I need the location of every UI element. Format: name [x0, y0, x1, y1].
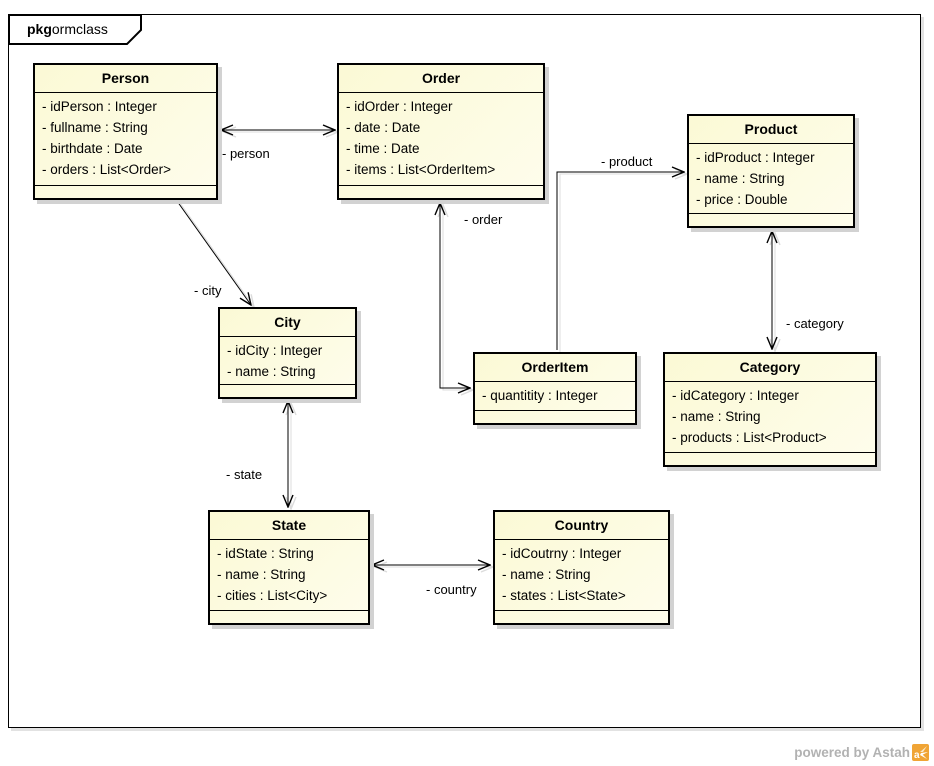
role-label-person[interactable]: - person: [222, 146, 270, 161]
attribute: - time : Date: [346, 141, 420, 156]
attribute: - fullname : String: [42, 120, 148, 135]
class-title: Country: [495, 512, 668, 540]
role-label-order[interactable]: - order: [464, 212, 503, 227]
class-order[interactable]: Order - idOrder : Integer - date : Date …: [337, 63, 545, 200]
attribute: - birthdate : Date: [42, 141, 143, 156]
class-attributes: - idCity : Integer - name : String: [220, 337, 355, 384]
class-country[interactable]: Country - idCoutrny : Integer - name : S…: [493, 510, 670, 625]
class-attributes: - idCategory : Integer - name : String -…: [665, 382, 875, 452]
powered-by-astah: powered by Astah a: [794, 743, 930, 762]
class-title: Order: [339, 65, 543, 93]
role-label-country[interactable]: - country: [426, 582, 477, 597]
class-operations-empty: [475, 410, 635, 423]
class-operations-empty: [495, 610, 668, 623]
attribute: - date : Date: [346, 120, 421, 135]
attribute: - idPerson : Integer: [42, 99, 157, 114]
role-label-state[interactable]: - state: [226, 467, 263, 482]
class-attributes: - idPerson : Integer - fullname : String…: [35, 93, 216, 185]
class-category[interactable]: Category - idCategory : Integer - name :…: [663, 352, 877, 467]
class-city[interactable]: City - idCity : Integer - name : String: [218, 307, 357, 399]
attribute: - orders : List<Order>: [42, 162, 172, 177]
class-title: OrderItem: [475, 354, 635, 382]
credit-text: powered by Astah: [794, 745, 910, 760]
role-label-city[interactable]: - city: [194, 283, 222, 298]
attribute: - name : String: [217, 567, 306, 582]
attribute: - name : String: [696, 171, 785, 186]
attribute: - name : String: [502, 567, 591, 582]
attribute: - name : String: [672, 409, 761, 424]
class-orderitem[interactable]: OrderItem - quantitity : Integer: [473, 352, 637, 425]
frame-keyword: pkg: [27, 21, 52, 37]
attribute: - products : List<Product>: [672, 430, 827, 445]
attribute: - idCity : Integer: [227, 343, 323, 358]
class-operations-empty: [339, 185, 543, 198]
class-title: Product: [689, 116, 853, 144]
class-person[interactable]: Person - idPerson : Integer - fullname :…: [33, 63, 218, 200]
role-label-product[interactable]: - product: [601, 154, 653, 169]
attribute: - name : String: [227, 364, 316, 379]
class-operations-empty: [665, 452, 875, 465]
class-attributes: - idOrder : Integer - date : Date - time…: [339, 93, 543, 185]
attribute: - price : Double: [696, 192, 788, 207]
attribute: - items : List<OrderItem>: [346, 162, 496, 177]
attribute: - idCoutrny : Integer: [502, 546, 622, 561]
class-attributes: - idState : String - name : String - cit…: [210, 540, 368, 610]
svg-text:a: a: [914, 750, 920, 761]
role-label-category[interactable]: - category: [786, 316, 844, 331]
attribute: - idProduct : Integer: [696, 150, 815, 165]
class-attributes: - idCoutrny : Integer - name : String - …: [495, 540, 668, 610]
class-operations-empty: [210, 610, 368, 623]
class-title: Person: [35, 65, 216, 93]
class-operations-empty: [220, 384, 355, 397]
attribute: - idOrder : Integer: [346, 99, 453, 114]
frame-tab-label: pkgormclass: [27, 21, 108, 37]
attribute: - quantitity : Integer: [482, 388, 598, 403]
class-operations-empty: [35, 185, 216, 198]
attribute: - states : List<State>: [502, 588, 626, 603]
class-operations-empty: [689, 213, 853, 226]
class-title: Category: [665, 354, 875, 382]
attribute: - cities : List<City>: [217, 588, 328, 603]
attribute: - idState : String: [217, 546, 314, 561]
class-attributes: - quantitity : Integer: [475, 382, 635, 410]
class-product[interactable]: Product - idProduct : Integer - name : S…: [687, 114, 855, 228]
class-title: City: [220, 309, 355, 337]
astah-logo-icon: a: [912, 744, 929, 761]
diagram-frame: [8, 14, 921, 728]
attribute: - idCategory : Integer: [672, 388, 799, 403]
class-title: State: [210, 512, 368, 540]
frame-name: ormclass: [51, 21, 108, 37]
class-state[interactable]: State - idState : String - name : String…: [208, 510, 370, 625]
class-attributes: - idProduct : Integer - name : String - …: [689, 144, 853, 213]
